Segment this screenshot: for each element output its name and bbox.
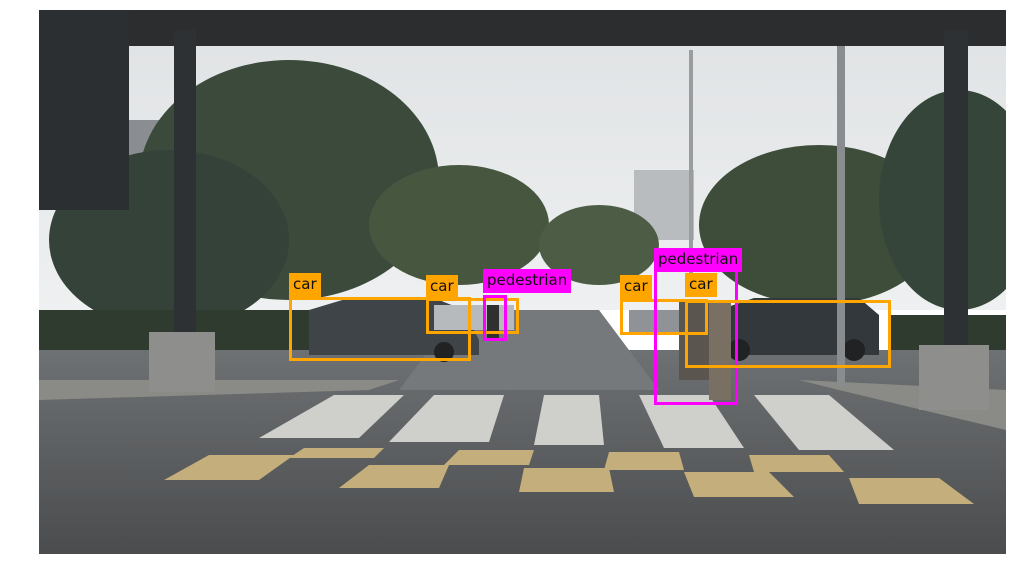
car-label: car <box>289 273 321 297</box>
pillar-right <box>944 30 968 350</box>
canopy <box>39 10 1006 46</box>
pedestrian-label: pedestrian <box>483 269 572 293</box>
street-scene <box>39 10 1006 554</box>
car-bounding-box <box>289 297 471 361</box>
car-label: car <box>685 273 717 297</box>
car-label: car <box>426 275 458 299</box>
lamp-post <box>837 46 845 386</box>
pedestrian-bounding-box <box>483 295 507 341</box>
pillar-left <box>174 30 196 340</box>
crosswalk-stripe <box>259 395 404 438</box>
tree-canopy-right <box>699 145 939 305</box>
camera-frame: car car pedestrian car pedestrian car <box>39 10 1006 554</box>
car-label: car <box>620 275 652 299</box>
pedestrian-label: pedestrian <box>654 248 743 272</box>
car-bounding-box <box>685 300 891 368</box>
car-bounding-box <box>426 298 519 334</box>
car-bounding-box <box>620 299 708 335</box>
yellow-tile <box>164 455 294 480</box>
